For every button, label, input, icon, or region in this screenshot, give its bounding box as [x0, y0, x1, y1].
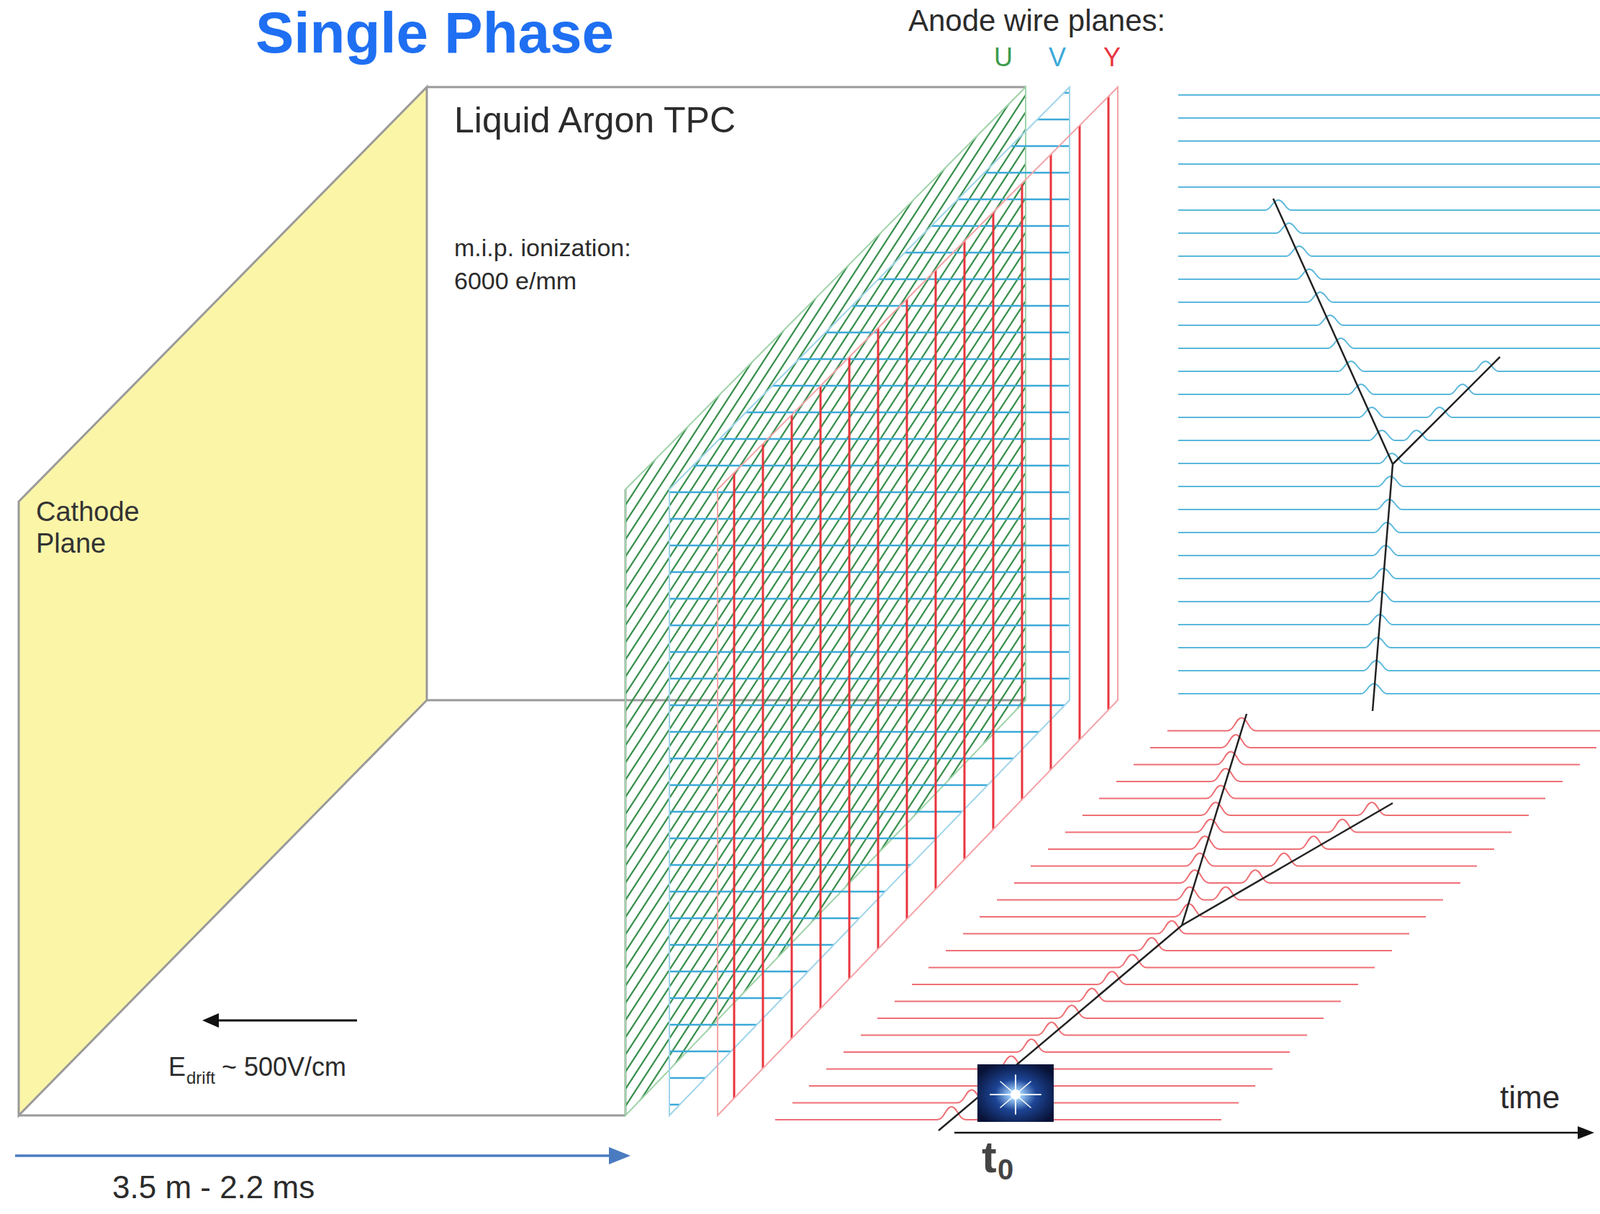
signal-trace	[1178, 476, 1600, 487]
signal-trace	[928, 955, 1375, 969]
signal-trace	[1178, 545, 1600, 556]
box-edge	[426, 86, 1026, 89]
signal-trace	[1099, 785, 1546, 799]
time-symbol: t	[981, 1135, 997, 1180]
signal-trace	[1178, 315, 1600, 326]
signal-trace	[1178, 94, 1600, 96]
signal-trace	[1178, 338, 1600, 349]
signal-trace	[860, 1022, 1308, 1036]
plane-shape	[18, 87, 427, 1116]
signal-trace	[877, 1005, 1324, 1019]
ionization-note: m.i.p. ionization: 6000 e/mm	[454, 231, 671, 298]
node-label: Cathode Plane	[35, 496, 180, 560]
track-projection	[938, 713, 1393, 1131]
axis-label: time	[1499, 1081, 1560, 1114]
arrowhead	[202, 1013, 219, 1028]
signal-trace	[996, 887, 1444, 901]
signal-trace	[1178, 361, 1600, 372]
signal-trace	[1178, 407, 1600, 418]
y-signal-traces	[775, 718, 1600, 1121]
signal-trace	[1065, 819, 1512, 833]
signal-trace	[945, 937, 1392, 951]
field-symbol: E	[168, 1054, 186, 1081]
heading-label: Anode wire planes:	[908, 5, 1166, 36]
signal-trace	[911, 971, 1359, 985]
signal-trace	[1082, 802, 1529, 816]
time-subscript: 0	[997, 1155, 1014, 1184]
box-edge	[18, 1114, 626, 1118]
time-axis	[954, 1132, 1581, 1135]
signal-trace	[1030, 853, 1477, 867]
signal-trace	[1167, 718, 1600, 732]
signal-trace	[1178, 223, 1600, 234]
signal-trace	[1150, 734, 1597, 748]
plane-letter: U	[993, 44, 1013, 71]
signal-trace	[979, 904, 1426, 917]
signal-trace	[1178, 683, 1600, 694]
plane-letter: V	[1048, 44, 1066, 71]
signal-trace	[1178, 200, 1600, 211]
dimension-label: 3.5 m - 2.2 ms	[112, 1171, 315, 1204]
detector-label: Liquid Argon TPC	[454, 102, 736, 139]
signal-trace	[1178, 430, 1600, 441]
plane-outline	[18, 87, 427, 1116]
signal-trace	[1133, 752, 1580, 766]
signal-trace	[1047, 836, 1495, 850]
signal-trace	[1178, 522, 1600, 533]
signal-trace	[1178, 163, 1600, 165]
signal-trace	[1178, 246, 1600, 257]
flash-ray	[1000, 1081, 1031, 1108]
signal-trace	[1178, 186, 1600, 188]
cathode-plane: Cathode Plane	[18, 87, 427, 1116]
arrowhead	[1577, 1126, 1595, 1140]
signal-trace	[1014, 870, 1461, 884]
flash-core	[1010, 1089, 1021, 1100]
signal-trace	[1116, 768, 1563, 782]
arrowhead	[608, 1147, 631, 1165]
drift-arrow	[215, 1019, 357, 1023]
flash-icon	[977, 1064, 1054, 1123]
flash-ray	[1000, 1081, 1031, 1108]
signal-trace	[1178, 384, 1600, 395]
plane-letter: Y	[1103, 44, 1121, 71]
signal-trace	[1178, 140, 1600, 142]
flash-rays	[990, 1075, 1041, 1115]
v-signal-traces	[1178, 95, 1600, 694]
signal-trace	[843, 1039, 1290, 1053]
signal-trace	[1178, 292, 1600, 303]
signal-trace	[1178, 117, 1600, 119]
y-wire-plane	[717, 87, 1118, 1116]
title-text: Single Phase	[255, 1, 614, 65]
track-projection	[1273, 198, 1500, 712]
signal-trace	[1178, 568, 1600, 579]
signal-trace	[894, 988, 1341, 1002]
signal-trace	[1178, 660, 1600, 671]
field-subscript: drift	[186, 1069, 216, 1087]
signal-trace	[1178, 637, 1600, 648]
flash-background	[977, 1064, 1054, 1123]
field-value: ~ 500V/cm	[221, 1054, 347, 1081]
signal-trace	[1178, 614, 1600, 625]
drift-length-arrow	[15, 1154, 612, 1158]
signal-trace	[1178, 591, 1600, 602]
signal-trace	[1178, 269, 1600, 280]
